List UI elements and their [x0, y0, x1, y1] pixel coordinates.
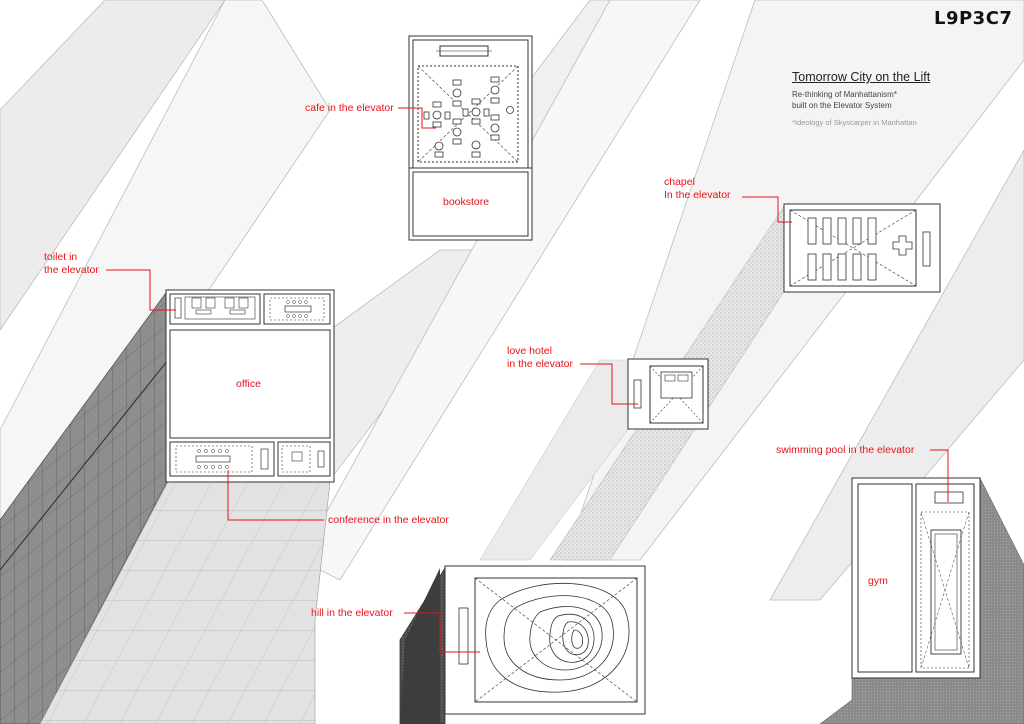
- leader-chapel: [742, 196, 792, 223]
- leader-love-hotel: [580, 363, 638, 405]
- leader-cafe: [398, 107, 436, 129]
- label-cafe: cafe in the elevator: [305, 102, 394, 114]
- footnote: *Ideology of Skyscarper in Manhattan: [792, 118, 917, 127]
- subtitle-line-2: built on the Elevator System: [792, 101, 892, 110]
- office-cabin: [165, 289, 335, 483]
- cabin-outline: [408, 35, 533, 241]
- leader-toilet: [106, 269, 176, 311]
- subtitle-line-1: Re-thinking of Manhattanism*: [792, 90, 897, 99]
- shaft-mid-diag: [299, 0, 701, 581]
- leader-conference: [227, 470, 324, 521]
- office-room: [169, 329, 331, 439]
- label-gym: gym: [868, 575, 888, 587]
- annotation-leaders: [106, 107, 949, 653]
- label-bookstore: bookstore: [443, 196, 490, 208]
- contour-lines: [485, 582, 630, 693]
- project-title: Tomorrow City on the Lift: [792, 70, 931, 84]
- cafe-tables: [423, 76, 514, 158]
- cafe-bookstore-cabin: [408, 35, 533, 241]
- hill-cabin: [444, 565, 646, 715]
- sheet-id: L9P3C7: [934, 8, 1013, 29]
- leader-hill: [404, 612, 480, 653]
- shaft-far-left: [0, 0, 226, 331]
- label-love-hotel: love hotel in the elevator: [507, 345, 573, 370]
- cross-icon: [892, 235, 913, 256]
- shaft-right-band: [769, 149, 1024, 601]
- office-tower: [0, 288, 331, 724]
- gym-pool-cabin: [851, 477, 981, 679]
- label-hill: hill in the elevator: [311, 607, 393, 619]
- leader-pool: [930, 449, 949, 502]
- cabin-outline: [444, 565, 646, 715]
- cabin-outline: [783, 203, 941, 293]
- hill-shaft-side: [400, 568, 440, 724]
- label-conference: conference in the elevator: [328, 514, 449, 526]
- label-chapel: chapel In the elevator: [664, 176, 731, 201]
- label-office: office: [236, 378, 261, 390]
- chapel-cabin: [783, 203, 941, 293]
- pool: [930, 529, 962, 655]
- love-hotel-cabin: [627, 358, 709, 430]
- label-swimming-pool: swimming pool in the elevator: [776, 444, 915, 456]
- label-toilet: toilet in the elevator: [44, 251, 99, 276]
- chapel-pews: [807, 217, 877, 281]
